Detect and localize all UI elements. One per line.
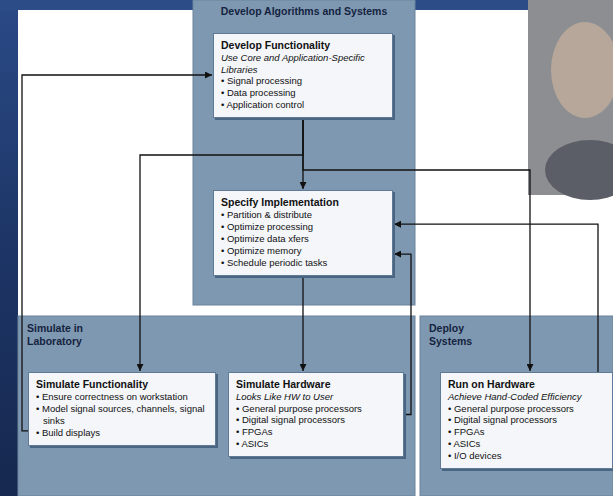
stage-band: Simulate in LaboratorySimulate Functiona…	[18, 316, 415, 496]
band-fill	[18, 316, 415, 496]
bullet-item: • Partition & distribute	[221, 209, 385, 221]
box-heading: Simulate Hardware	[236, 378, 396, 391]
bullet-item: • Application control	[221, 99, 385, 111]
bullet-item: • Build displays	[36, 427, 208, 439]
photo-person	[551, 22, 613, 118]
bullet-item: • I/O devices	[448, 450, 605, 462]
band-heading: Develop Algorithms and Systems	[199, 5, 409, 18]
process-box: Run on HardwareAchieve Hand-Coded Effici…	[440, 372, 613, 469]
photo-person	[545, 140, 613, 200]
process-box: Simulate HardwareLooks Like HW to User• …	[228, 372, 404, 457]
bullet-item: • Schedule periodic tasks	[221, 257, 385, 269]
bullet-item: • Optimize data xfers	[221, 233, 385, 245]
bullet-item: • Signal processing	[221, 75, 385, 87]
flow-arrow	[394, 224, 598, 372]
bullet-item: • FPGAs	[448, 426, 605, 438]
box-heading: Specify Implementation	[221, 196, 385, 209]
band-fill	[193, 0, 415, 305]
photo-strip	[0, 0, 18, 496]
band-fill	[420, 316, 613, 496]
bullet-item: • Digital signal processors	[448, 414, 605, 426]
bullet-item: • Digital signal processors	[236, 414, 396, 426]
bullet-item: • Data processing	[221, 87, 385, 99]
box-heading: Run on Hardware	[448, 378, 605, 391]
process-box: Simulate Functionality• Ensure correctne…	[28, 372, 216, 446]
box-subtitle: Looks Like HW to User	[236, 391, 396, 402]
bullet-item: • Optimize processing	[221, 221, 385, 233]
bullet-item: • ASICs	[236, 438, 396, 450]
band-heading: Deploy Systems	[429, 322, 499, 347]
process-box: Develop FunctionalityUse Core and Applic…	[213, 33, 393, 118]
stage-band: Develop Algorithms and SystemsDevelop Fu…	[193, 0, 415, 305]
bullet-item: • Model signal sources, channels, signal…	[36, 403, 208, 427]
flow-arrow	[302, 276, 303, 372]
box-subtitle: Achieve Hand-Coded Efficiency	[448, 391, 605, 402]
stage-band: Deploy SystemsRun on HardwareAchieve Han…	[420, 316, 613, 496]
band-heading: Simulate in Laboratory	[27, 322, 122, 347]
process-box: Specify Implementation• Partition & dist…	[213, 190, 393, 276]
bullet-item: • ASICs	[448, 438, 605, 450]
bullet-item: • Optimize memory	[221, 245, 385, 257]
bullet-item: • Ensure correctness on workstation	[36, 391, 208, 403]
bullet-item: • FPGAs	[236, 426, 396, 438]
box-subtitle: Use Core and Application-Specific Librar…	[221, 52, 385, 75]
box-heading: Simulate Functionality	[36, 378, 208, 391]
box-heading: Develop Functionality	[221, 39, 385, 52]
bullet-item: • General purpose processors	[448, 403, 605, 415]
bullet-item: • General purpose processors	[236, 403, 396, 415]
